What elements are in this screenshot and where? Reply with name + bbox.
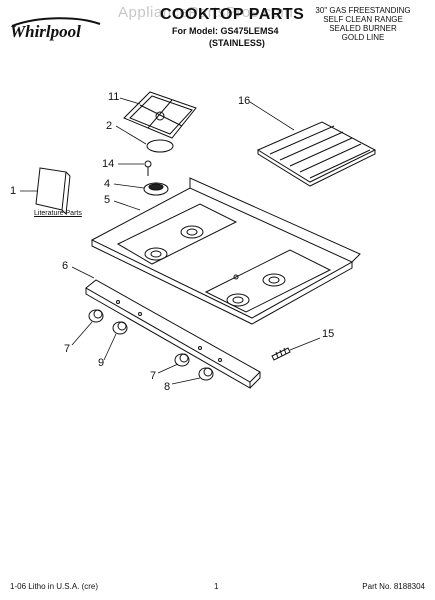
brand-logo: Whirlpool [10, 22, 81, 41]
control-panel [85, 279, 261, 389]
control-knob [88, 309, 104, 323]
callout-label: 7 [64, 343, 71, 355]
control-knob [198, 367, 214, 381]
callout-label: 8 [164, 381, 171, 393]
footer-print-info: 1-06 Litho in U.S.A. (cre) [10, 582, 99, 591]
callout-label: 5 [104, 194, 111, 206]
callout-label: 11 [108, 91, 120, 103]
model-line: For Model: GS475LEMS4 [172, 26, 279, 36]
burner-base [143, 182, 169, 196]
callout-label: 1 [10, 185, 17, 197]
control-knob [112, 321, 128, 335]
description-line: 30" GAS FREESTANDING [315, 6, 411, 15]
footer-page-number: 1 [214, 582, 219, 591]
brand-swoosh [11, 17, 101, 27]
panel-screw [271, 347, 291, 361]
callout-label: 9 [98, 357, 105, 369]
model-variant: (STAINLESS) [209, 38, 265, 48]
callout-label: 14 [102, 158, 115, 170]
griddle-grate [256, 121, 377, 187]
burner-cap [146, 139, 174, 153]
callout-label: 15 [322, 328, 335, 340]
cooktop [90, 177, 361, 325]
callout-label: 2 [106, 120, 113, 132]
callout-label: 4 [104, 178, 111, 190]
footer-part-number: Part No. 8188304 [362, 582, 425, 591]
description-line: GOLD LINE [341, 33, 385, 42]
control-knob [174, 353, 190, 367]
callout-label: 7 [150, 370, 157, 382]
literature-booklet [35, 167, 71, 215]
callout-label: 6 [62, 260, 69, 272]
product-description: 30" GAS FREESTANDING SELF CLEAN RANGE SE… [303, 6, 423, 42]
description-line: SEALED BURNER [329, 24, 397, 33]
screw [144, 160, 152, 176]
burner-grate [123, 91, 197, 139]
watermark: AppliancePartsPros.com [118, 4, 294, 21]
description-line: SELF CLEAN RANGE [323, 15, 403, 24]
callout-label: 16 [238, 95, 251, 107]
page-title: COOKTOP PARTS [160, 6, 305, 23]
leader-lines [20, 97, 321, 385]
literature-label: Literature Parts [34, 210, 82, 217]
